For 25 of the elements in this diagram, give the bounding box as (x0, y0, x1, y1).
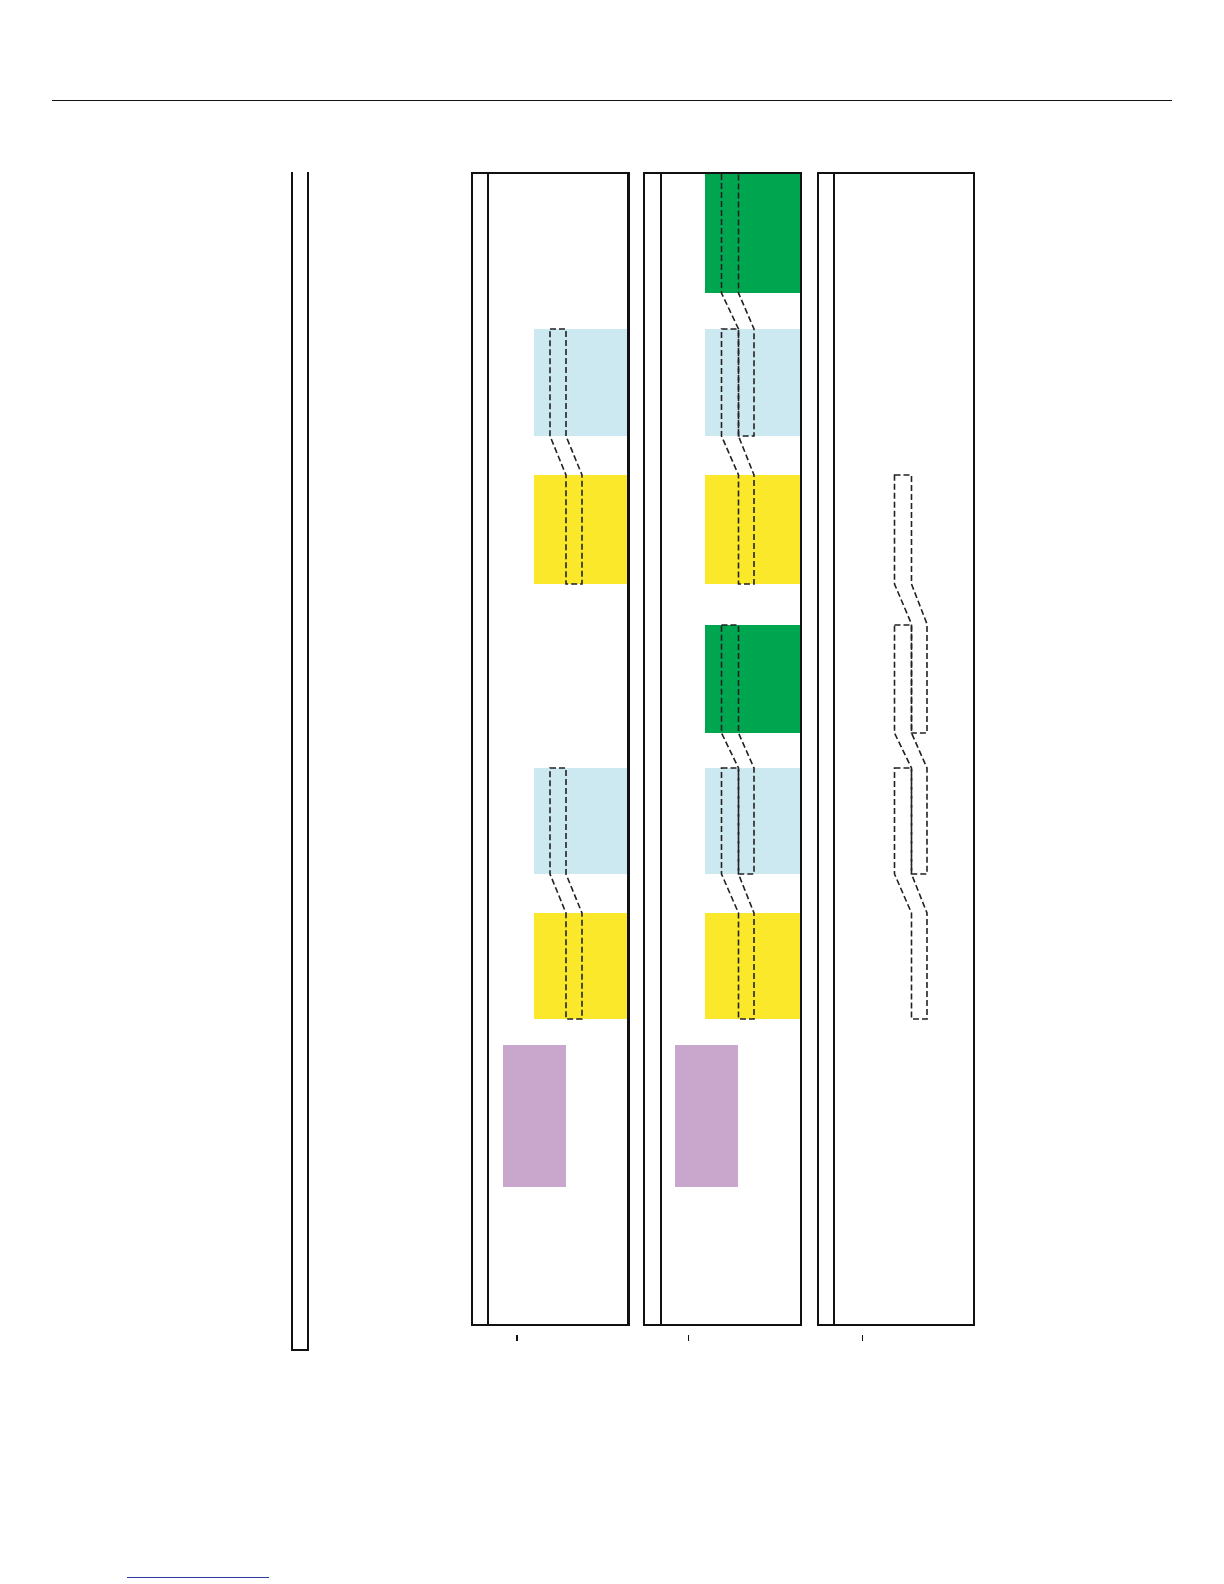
shaded-block (675, 1045, 738, 1187)
dashed-outline (720, 174, 755, 437)
outlined-panel (471, 172, 630, 1326)
outlined-panel (817, 172, 975, 1326)
dashed-outline (549, 328, 583, 585)
shaded-block (705, 174, 800, 293)
shaded-block (705, 768, 800, 874)
dashed-outline (720, 624, 755, 875)
dashed-outline (720, 767, 755, 1020)
shaded-block (705, 329, 800, 436)
shaded-block (534, 329, 627, 436)
shaded-block (534, 913, 627, 1019)
shaded-block (503, 1045, 566, 1187)
outlined-panel (643, 172, 802, 1326)
shaded-block (534, 768, 627, 874)
shaded-block (705, 625, 800, 733)
dashed-outline (893, 767, 928, 1020)
dashed-outline (893, 474, 928, 734)
vertical-strip (291, 172, 309, 1351)
shaded-block (534, 475, 627, 584)
dashed-outline (893, 624, 928, 875)
dashed-outline (549, 767, 583, 1020)
dashed-outline (720, 328, 755, 585)
shaded-block (705, 913, 800, 1019)
shaded-block (705, 475, 800, 584)
